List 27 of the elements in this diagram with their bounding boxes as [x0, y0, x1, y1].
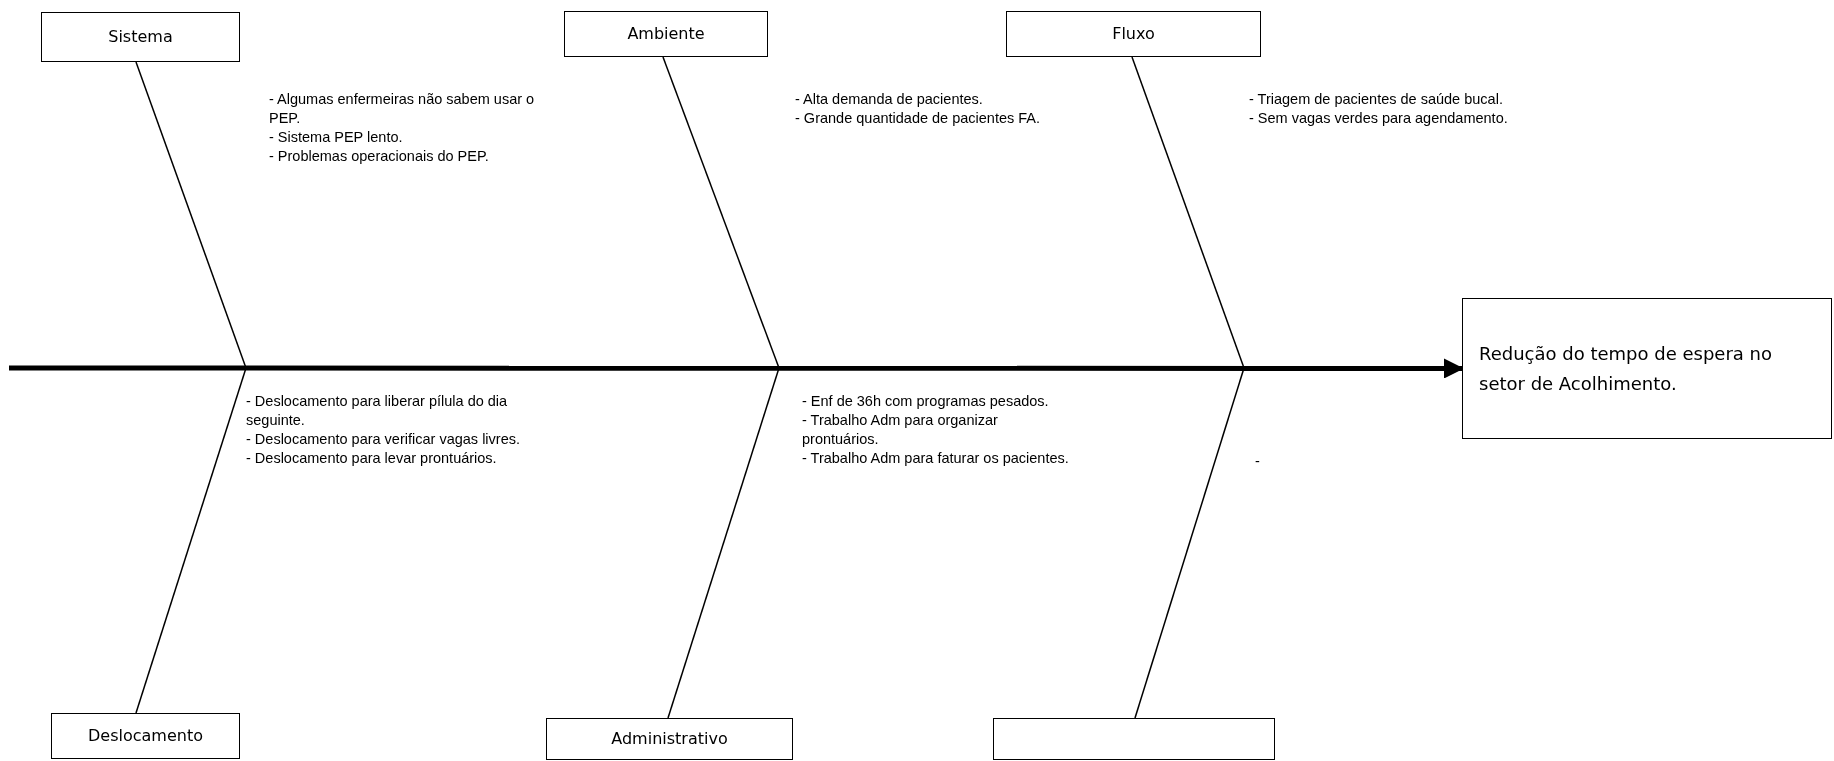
category-box: Fluxo — [1006, 11, 1261, 57]
category-box: Deslocamento — [51, 713, 240, 759]
bone-line — [1131, 56, 1245, 369]
cause-text: - Trabalho Adm para faturar os pacientes. — [802, 449, 1070, 468]
cause-text: - Triagem de pacientes de saúde bucal. — [1249, 90, 1504, 109]
cause-text: - Deslocamento para liberar pílula do dia seguinte. — [246, 392, 509, 430]
cause-text: - — [1255, 452, 1261, 471]
empty-box — [993, 718, 1275, 760]
cause-text: - Algumas enfermeiras não sabem usar o PEP. — [269, 90, 536, 128]
cause-text: - Enf de 36h com programas pesados. — [802, 392, 1050, 411]
category-box: Sistema — [41, 12, 240, 62]
cause-text: - Deslocamento para levar prontuários. — [246, 449, 498, 468]
bone-line — [135, 367, 247, 714]
cause-text: - Sem vagas verdes para agendamento. — [1249, 109, 1509, 128]
bone-line — [667, 367, 780, 719]
cause-text: - Grande quantidade de pacientes FA. — [795, 109, 1042, 128]
cause-text: - Problemas operacionais do PEP. — [269, 147, 490, 166]
cause-text: - Trabalho Adm para organizar prontuários. — [802, 411, 999, 449]
cause-text: - Sistema PEP lento. — [269, 128, 404, 147]
effect-box: Redução do tempo de espera no setor de Acolhimento. — [1462, 298, 1832, 439]
cause-text: - Deslocamento para verificar vagas livres. — [246, 430, 521, 449]
category-box: Administrativo — [546, 718, 793, 760]
bone-line — [135, 61, 247, 369]
spine-arrow — [9, 358, 1464, 379]
cause-text: - Alta demanda de pacientes. — [795, 90, 984, 109]
bone-line — [662, 56, 780, 369]
category-box: Ambiente — [564, 11, 768, 57]
